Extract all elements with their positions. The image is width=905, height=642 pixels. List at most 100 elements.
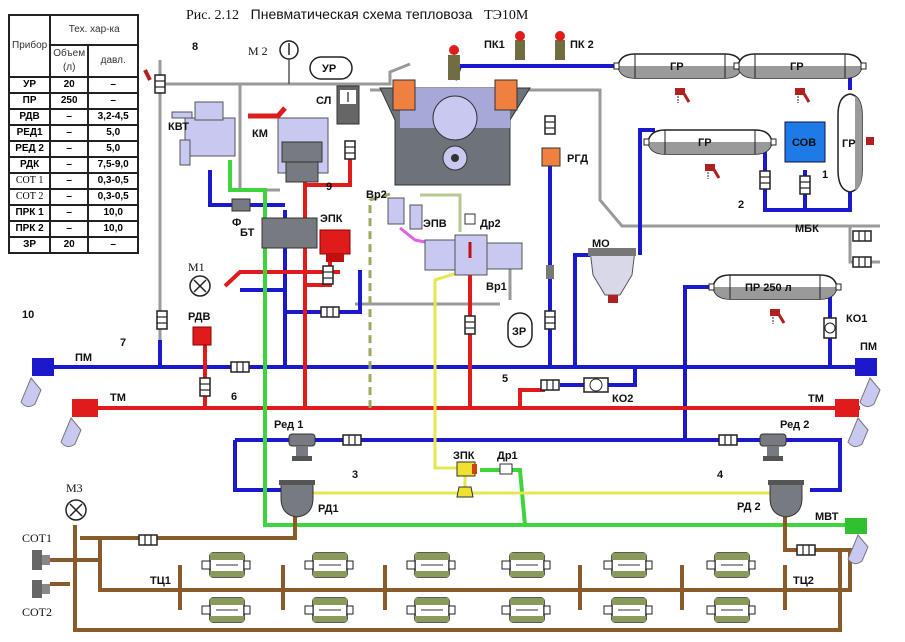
mo-label: МО xyxy=(592,238,610,250)
valve-7 xyxy=(156,310,168,330)
pressure-cell: 5,0 xyxy=(87,124,140,142)
sl-device: СЛ xyxy=(316,85,360,125)
sot2-label: СОТ2 xyxy=(22,605,52,619)
pressure-cell: – xyxy=(87,76,140,94)
check-valve-ko2 xyxy=(583,377,609,393)
header-group: Тех. хар-ка xyxy=(49,14,140,46)
mbk-label: МБК xyxy=(795,223,819,235)
tm-right-label: ТМ xyxy=(808,393,824,405)
sov-device: СОВ xyxy=(784,121,826,163)
label-10: 10 xyxy=(22,309,34,321)
safety-valve-pk1 xyxy=(515,31,525,60)
pressure-cell: 7,5-9,0 xyxy=(87,156,140,174)
pressure-relay-rd1 xyxy=(279,480,315,518)
signaler-sot1 xyxy=(32,550,50,570)
header-volume: Объем (л) xyxy=(49,44,90,78)
dr1-label: Др1 xyxy=(497,450,518,462)
mbk-valve-bottom xyxy=(852,256,872,268)
figure-number: Рис. 2.12 xyxy=(186,8,239,23)
tc1-valve xyxy=(138,534,158,546)
sl-valve xyxy=(344,140,356,160)
brown-lines xyxy=(50,515,852,632)
valve-3 xyxy=(342,434,362,446)
dr2-label: Др2 xyxy=(480,218,501,230)
pressure-cell: 5,0 xyxy=(87,140,140,158)
signaler-sot2 xyxy=(32,580,50,598)
svg-text:ГР: ГР xyxy=(790,61,804,73)
spec-row: РДВ–3,2-4,5 xyxy=(7,108,140,126)
end-valve-tm-left xyxy=(60,399,98,448)
rd1-label: РД1 xyxy=(318,503,339,515)
main-reservoir-vertical: ГР xyxy=(837,93,874,193)
pr250-label: ПР 250 л xyxy=(745,282,792,294)
pressure-cell: – xyxy=(87,236,140,254)
pressure-cell: – xyxy=(87,92,140,110)
m3-label: М3 xyxy=(66,481,83,495)
kvt-label: КВТ xyxy=(168,121,189,133)
gauge-m2: М 2 xyxy=(248,40,299,84)
spec-row: РЕД 2–5,0 xyxy=(7,140,140,158)
pressure-cell: 10,0 xyxy=(87,204,140,222)
device-cell: УР xyxy=(7,76,52,94)
air-distributor-vr1 xyxy=(424,234,523,276)
epk-device: ЭПК xyxy=(319,213,351,262)
filter-f: Ф xyxy=(231,198,251,229)
supply-reservoir-pr: ПР 250 л xyxy=(708,274,842,326)
device-cell: СОТ 2 xyxy=(7,188,52,206)
gauge-m3 xyxy=(65,499,87,521)
sot1-label: СОТ1 xyxy=(22,531,52,545)
ko2-label: КО2 xyxy=(612,393,633,405)
end-valve-mvt xyxy=(845,518,869,565)
label-9: 9 xyxy=(326,181,332,193)
valve-8 xyxy=(154,74,166,94)
rgd-label: РГД xyxy=(567,153,588,165)
pm-valve xyxy=(544,310,556,330)
pressure-cell: 0,3-0,5 xyxy=(87,188,140,206)
red2-label: Ред 2 xyxy=(780,419,809,431)
valve-2 xyxy=(759,170,771,190)
locomotive-model: ТЭ10М xyxy=(484,8,529,23)
pressure-cell: 0,3-0,5 xyxy=(87,172,140,190)
throttle-dr2 xyxy=(464,213,476,225)
mbk-valve-top xyxy=(852,230,872,242)
sov-label: СОВ xyxy=(792,137,816,149)
safety-valve-pk2 xyxy=(555,31,565,60)
valve-5 xyxy=(540,379,560,391)
check-valve-ko1 xyxy=(823,317,837,339)
km-device: КМ xyxy=(248,106,329,183)
label-5: 5 xyxy=(502,373,508,385)
device-cell: ПР xyxy=(7,92,52,110)
volume-cell: – xyxy=(49,188,90,206)
spec-row: ПРК 2–10,0 xyxy=(7,220,140,238)
main-reservoir-3: ГР xyxy=(643,129,777,181)
tc2-label: ТЦ2 xyxy=(793,575,814,587)
pm-left-label: ПМ xyxy=(75,352,92,364)
tm-left-label: ТМ xyxy=(110,392,126,404)
tc1-label: ТЦ1 xyxy=(150,575,171,587)
epv-line xyxy=(420,193,462,232)
spec-row: РДК–7,5-9,0 xyxy=(7,156,140,174)
epv-label: ЭПВ xyxy=(423,218,447,230)
device-cell: ПРК 2 xyxy=(7,220,52,238)
svg-text:ГР: ГР xyxy=(670,61,684,73)
mvt-label: МВТ xyxy=(815,511,839,523)
zr-tank: ЗР xyxy=(507,312,533,348)
volume-cell: 20 xyxy=(49,76,90,94)
filter-phi xyxy=(546,265,554,279)
reducer-red2 xyxy=(759,433,787,461)
device-cell: ЗР xyxy=(7,236,52,254)
volume-cell: – xyxy=(49,140,90,158)
red1-label: Ред 1 xyxy=(274,419,303,431)
vr2-label: Вр2 xyxy=(366,189,387,201)
label-7: 7 xyxy=(120,337,126,349)
ur-tank: УР xyxy=(309,56,353,80)
zr-label: ЗР xyxy=(512,326,526,338)
spec-row: СОТ 1–0,3-0,5 xyxy=(7,172,140,190)
valve-1 xyxy=(799,175,811,195)
